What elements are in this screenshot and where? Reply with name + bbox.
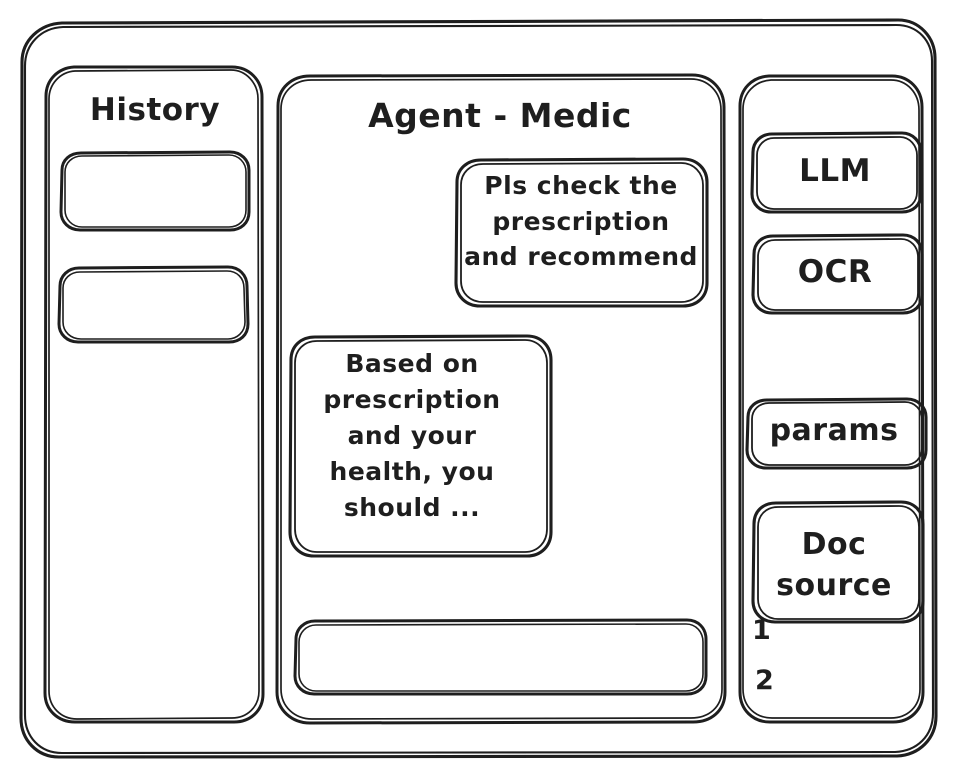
doc-source-list-item-2[interactable]: 2 <box>755 665 775 696</box>
user-message-text: Pls check the prescription and recommend <box>464 171 698 271</box>
history-panel-title: History <box>89 92 221 128</box>
tool-params-label: params <box>769 413 899 448</box>
composer-input[interactable] <box>295 620 707 695</box>
history-item-1[interactable] <box>60 151 251 232</box>
tool-ocr-label: OCR <box>797 254 873 290</box>
history-item-2[interactable] <box>58 266 249 344</box>
doc-source-list-item-1[interactable]: 1 <box>752 615 772 646</box>
tool-doc-source-label: Doc source <box>776 527 892 604</box>
assistant-message-text: Based on prescription and your health, y… <box>323 349 501 522</box>
agent-title: Agent - Medic <box>368 96 632 135</box>
tool-llm-label: LLM <box>799 153 871 189</box>
